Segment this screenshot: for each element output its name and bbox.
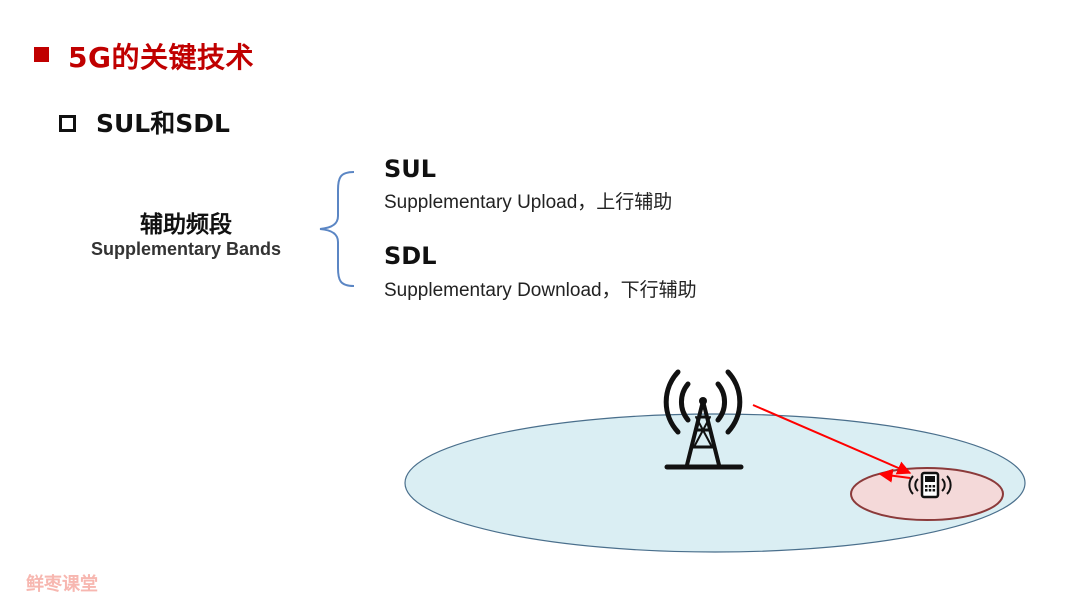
uplink-arrow <box>878 468 911 483</box>
supplementary-bands-label-en: Supplementary Bands <box>90 239 282 259</box>
tower-icon <box>663 369 744 470</box>
sdl-description: Supplementary Download，下行辅助 <box>384 280 697 301</box>
downlink-arrow <box>752 404 912 475</box>
supplementary-bands-label-cn: 辅助频段 <box>140 212 232 238</box>
subtitle-bullet-box <box>59 115 76 132</box>
sul-heading: SUL <box>384 155 437 183</box>
phone-icon <box>908 471 952 499</box>
macro-cell-coverage <box>404 413 1026 553</box>
title-bullet-square <box>34 47 49 62</box>
section-subtitle: SUL和SDL <box>96 109 230 138</box>
curly-brace <box>319 171 355 287</box>
watermark-text: 鲜枣课堂 <box>26 574 98 595</box>
sdl-heading: SDL <box>384 242 437 270</box>
page-title: 5G的关键技术 <box>68 41 254 74</box>
sul-description: Supplementary Upload，上行辅助 <box>384 192 673 213</box>
